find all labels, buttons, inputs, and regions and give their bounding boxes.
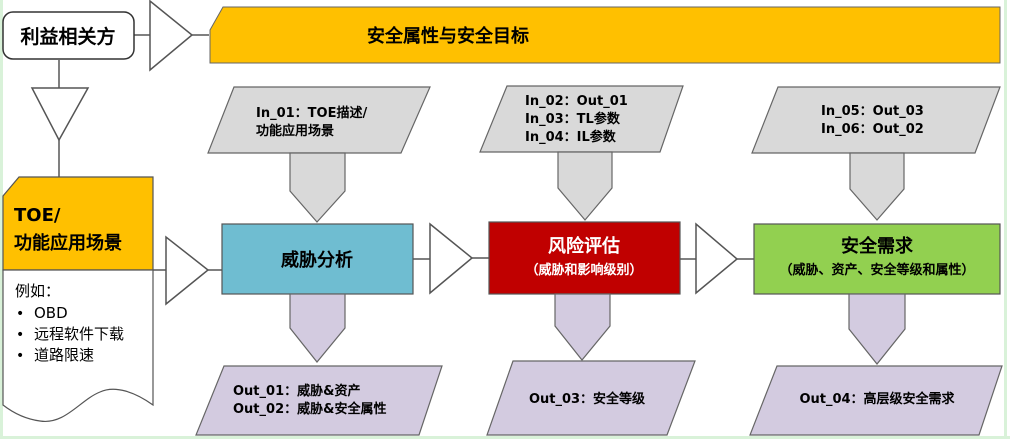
process-threat-analysis: 威胁分析	[221, 223, 414, 295]
connector-lines	[58, 34, 754, 271]
output-text-line: Out_04：高层级安全需求	[799, 391, 955, 407]
bullet-icon: •	[16, 348, 24, 364]
process-subtitle: （威胁和影响级别）	[525, 262, 642, 278]
input-arrow-down-icon	[557, 151, 613, 221]
triangle-arrow-right-icon	[695, 222, 739, 295]
triangle-arrow-right-icon	[165, 235, 210, 306]
left-border	[0, 0, 3, 439]
process-title: 安全需求	[841, 235, 914, 257]
security-goal-banner	[209, 6, 1001, 64]
input-parallelogram	[751, 86, 1001, 154]
triangle-arrow-right-icon	[429, 222, 474, 295]
output-parallelogram	[195, 365, 443, 436]
output-text-line: Out_03：安全等级	[529, 391, 646, 407]
toe-examples-heading: 例如：	[15, 282, 60, 300]
output-parallelogram	[749, 365, 1003, 436]
toe-title-line1: TOE/	[14, 205, 61, 226]
process-box	[488, 221, 681, 295]
triangle-arrow-right-icon	[149, 0, 194, 72]
output-arrow-down-icon	[848, 293, 906, 365]
input-3-group: In_05：Out_03 In_06：Out_02	[751, 86, 1001, 221]
security-goal-label: 安全属性与安全目标	[367, 25, 529, 47]
input-2-group: In_02：Out_01 In_03：TL参数 In_04：IL参数	[479, 85, 684, 221]
input-parallelogram	[479, 85, 684, 153]
input-text-line: 功能应用场景	[256, 123, 334, 139]
bottom-border	[0, 436, 1010, 439]
process-security-requirements: 安全需求 （威胁、资产、安全等级和属性）	[753, 223, 1001, 295]
stakeholder-label: 利益相关方	[20, 25, 115, 48]
stakeholder-box	[2, 11, 135, 60]
output-arrow-down-icon	[554, 293, 611, 361]
process-subtitle: （威胁、资产、安全等级和属性）	[779, 262, 974, 278]
input-arrow-down-icon	[289, 152, 346, 223]
output-text-line: Out_02：威胁&安全属性	[233, 401, 386, 417]
toe-title-line2: 功能应用场景	[14, 232, 122, 254]
input-text-line: In_02：Out_01	[525, 94, 628, 109]
toe-example-item: OBD	[34, 304, 68, 322]
input-text-line: In_03：TL参数	[525, 111, 621, 127]
toe-document-body	[2, 269, 154, 422]
process-title: 风险评估	[548, 235, 620, 257]
output-parallelogram	[486, 360, 696, 436]
input-text-line: In_05：Out_03	[821, 104, 924, 119]
input-1-group: In_01：TOE描述/ 功能应用场景	[207, 86, 431, 223]
process-box	[221, 223, 414, 295]
triangle-arrow-down-icon	[30, 87, 90, 142]
process-title: 威胁分析	[281, 249, 353, 271]
toe-example-item: 远程软件下载	[34, 325, 124, 343]
input-parallelogram	[207, 86, 431, 154]
process-risk-assessment: 风险评估 （威胁和影响级别）	[488, 221, 681, 295]
right-border	[1004, 0, 1007, 439]
output-text-line: Out_01：威胁&资产	[233, 383, 360, 399]
bullet-icon: •	[16, 306, 24, 322]
input-text-line: In_06：Out_02	[821, 122, 924, 137]
bullet-icon: •	[16, 327, 24, 343]
input-arrow-down-icon	[849, 152, 905, 221]
toe-example-item: 道路限速	[34, 346, 94, 364]
output-1-group: Out_01：威胁&资产 Out_02：威胁&安全属性	[195, 293, 443, 436]
process-box	[753, 223, 1001, 295]
input-text-line: In_04：IL参数	[525, 129, 617, 145]
output-3-group: Out_04：高层级安全需求	[749, 293, 1003, 436]
output-arrow-down-icon	[289, 293, 346, 363]
output-2-group: Out_03：安全等级	[486, 293, 696, 436]
input-text-line: In_01：TOE描述/	[256, 105, 367, 121]
triangle-arrows	[30, 0, 739, 306]
